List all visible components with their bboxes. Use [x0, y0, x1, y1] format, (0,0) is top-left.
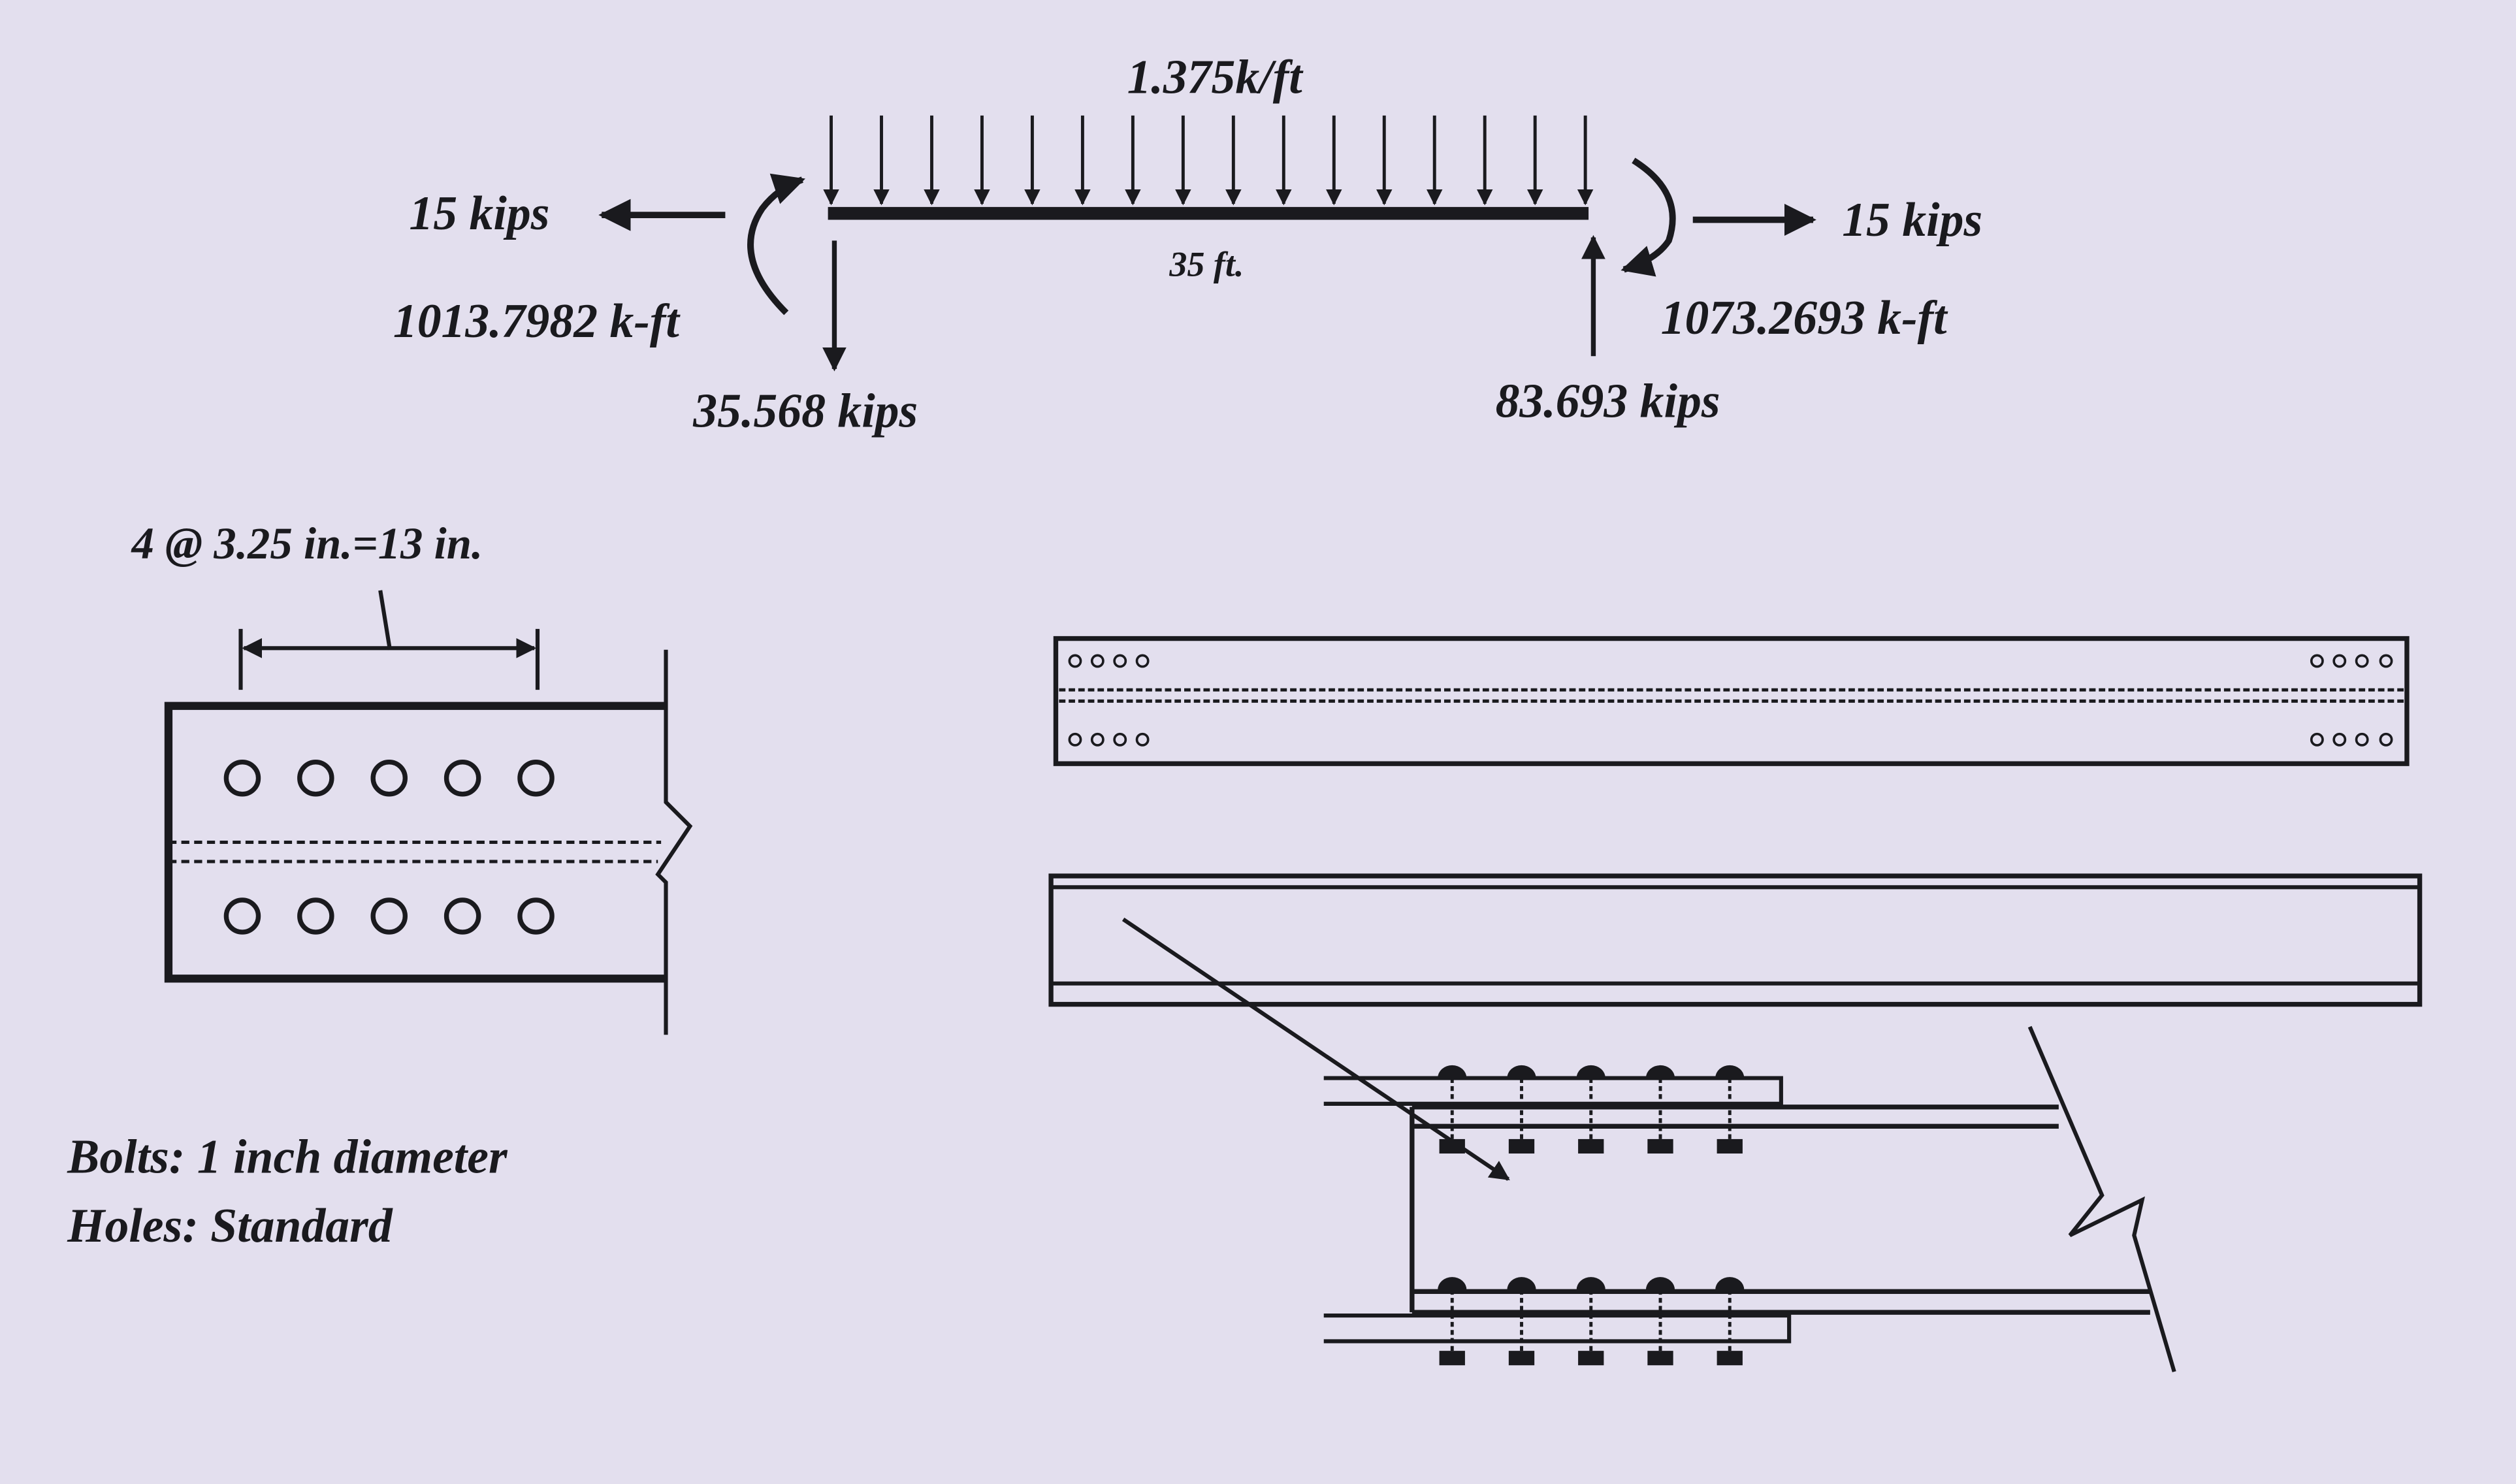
bolt-hole [2379, 732, 2393, 747]
bolt-hole [517, 760, 555, 797]
bolt-hole [2379, 654, 2393, 668]
bolt-head [1645, 1277, 1675, 1290]
top-splice-plate [1323, 1076, 1783, 1106]
bolt-hole [517, 897, 555, 935]
right-moment-label: 1073.2693 k-ft [1661, 291, 1949, 344]
bolt-nut [1439, 1351, 1465, 1366]
bolt-head [1715, 1065, 1745, 1078]
bolt-head [1438, 1277, 1467, 1290]
bottom-splice-plate [1323, 1314, 1792, 1344]
bolt-hole [444, 897, 481, 935]
flange-plan-view [1053, 636, 2410, 766]
bolt-hole [223, 760, 261, 797]
bolt-hole [2310, 732, 2324, 747]
bolt-hole [1135, 654, 1150, 668]
break-line [655, 649, 693, 1035]
bottom-flange [1411, 1289, 2150, 1315]
holes-note: Holes: Standard [67, 1199, 393, 1252]
distributed-load-label: 1.375k/ft [1127, 50, 1304, 103]
bolt-head [1645, 1065, 1675, 1078]
left-moment-label: 1013.7982 k-ft [393, 294, 681, 347]
bolt-hole [2332, 654, 2347, 668]
beam-elevation [1048, 873, 2423, 1181]
bolt-holes [223, 760, 555, 935]
distributed-load-arrows [823, 115, 1594, 206]
bolt-head [1507, 1065, 1536, 1078]
spacing-leader [378, 590, 392, 651]
bolt-pattern-detail: 4 @ 3.25 in.=13 in. [130, 519, 693, 1035]
span-label: 35 ft. [1169, 244, 1244, 283]
bolt-hole [223, 897, 261, 935]
top-flange [1411, 1105, 2059, 1129]
left-axial-label: 15 kips [409, 186, 549, 240]
bolt-hole [1113, 732, 1127, 747]
bolts [1438, 1065, 1745, 1366]
bolt-head [1576, 1065, 1605, 1078]
bolt-nut [1508, 1138, 1535, 1154]
bolt-hole [1090, 654, 1105, 668]
bolt-hole [370, 760, 408, 797]
left-moment-arrow [747, 173, 805, 315]
spacing-label: 4 @ 3.25 in.=13 in. [130, 519, 483, 568]
bolt-hole [2355, 654, 2369, 668]
flange-plate [1053, 636, 2410, 766]
bolt-hole [370, 897, 408, 935]
right-moment-arrow [1621, 157, 1676, 277]
bolt-hole [1135, 732, 1150, 747]
bolt-nut [1439, 1138, 1465, 1154]
bolt-nut [1578, 1351, 1604, 1366]
bolt-head [1438, 1065, 1467, 1078]
bolt-hole [1068, 732, 1082, 747]
bolt-nut [1647, 1351, 1673, 1366]
bolt-head [1715, 1277, 1745, 1290]
bolt-nut [1578, 1138, 1604, 1154]
bolts-note: Bolts: 1 inch diameter [67, 1129, 508, 1183]
bolt-nut [1508, 1351, 1535, 1366]
bolt-head [1576, 1277, 1605, 1290]
left-reaction-label: 35.568 kips [692, 383, 918, 437]
bolt-head [1507, 1277, 1536, 1290]
bolt-hole [297, 897, 334, 935]
bolt-nut [1717, 1351, 1743, 1366]
right-reaction-label: 83.693 kips [1496, 374, 1720, 428]
bolt-hole [1090, 732, 1105, 747]
detail-leader-arrow [1121, 917, 1510, 1181]
break-line [2027, 1025, 2176, 1372]
loading-diagram: 1.375k/ft 35 ft. 15 kips 1013.7982 k-ft … [393, 50, 1982, 437]
bolt-hole [2332, 732, 2347, 747]
bolt-hole [444, 760, 481, 797]
bolt-hole [2310, 654, 2324, 668]
right-axial-label: 15 kips [1842, 193, 1982, 246]
beam-outline [1048, 873, 2423, 1007]
bolt-hole [1113, 654, 1127, 668]
bolt-hole [297, 760, 334, 797]
splice-section-detail [1323, 1025, 2176, 1372]
bolt-hole [1068, 654, 1082, 668]
bolt-nut [1717, 1138, 1743, 1154]
bolt-holes [1068, 654, 2393, 747]
bolt-hole [2355, 732, 2369, 747]
bolt-nut [1647, 1138, 1673, 1154]
